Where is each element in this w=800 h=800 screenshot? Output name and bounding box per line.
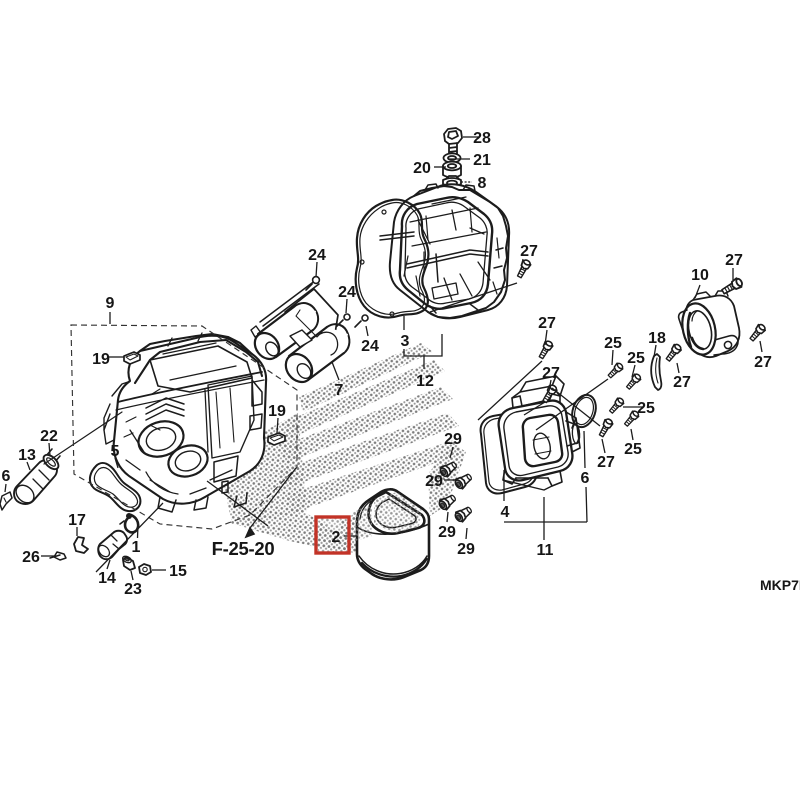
svg-text:F-25-20: F-25-20 [212,538,275,559]
svg-text:27: 27 [673,374,691,391]
svg-text:8: 8 [478,175,487,192]
svg-text:19: 19 [268,403,286,420]
svg-text:27: 27 [754,354,772,371]
svg-text:29: 29 [425,473,443,490]
svg-text:24: 24 [338,284,356,301]
svg-text:27: 27 [542,365,560,382]
svg-text:14: 14 [98,570,116,587]
svg-text:27: 27 [597,454,615,471]
svg-text:29: 29 [457,541,475,558]
svg-text:27: 27 [520,243,538,260]
svg-text:1: 1 [132,539,141,556]
svg-text:11: 11 [537,542,554,559]
svg-text:MKP7F2: MKP7F2 [760,577,800,593]
svg-text:2: 2 [332,529,341,546]
svg-text:25: 25 [624,441,642,458]
svg-text:18: 18 [648,330,666,347]
svg-text:13: 13 [18,447,36,464]
svg-text:23: 23 [124,581,142,598]
svg-text:4: 4 [501,504,510,521]
svg-text:12: 12 [416,373,434,390]
svg-text:20: 20 [413,160,431,177]
svg-text:21: 21 [473,152,491,169]
svg-text:25: 25 [604,335,622,352]
svg-text:6: 6 [581,470,590,487]
svg-text:19: 19 [92,351,110,368]
svg-text:28: 28 [473,130,491,147]
svg-text:15: 15 [169,563,187,580]
svg-text:17: 17 [68,512,86,529]
svg-text:25: 25 [627,350,645,367]
svg-text:24: 24 [361,338,379,355]
svg-text:10: 10 [691,267,709,284]
svg-text:27: 27 [725,252,743,269]
svg-text:9: 9 [106,295,115,312]
svg-text:24: 24 [308,247,326,264]
svg-text:29: 29 [444,431,462,448]
svg-text:26: 26 [22,549,40,566]
svg-text:6: 6 [2,468,11,485]
svg-text:27: 27 [538,315,556,332]
svg-text:5: 5 [111,443,120,460]
svg-text:25: 25 [637,400,655,417]
svg-text:22: 22 [40,428,58,445]
svg-text:29: 29 [438,524,456,541]
svg-text:7: 7 [335,382,344,399]
svg-text:3: 3 [401,333,410,350]
